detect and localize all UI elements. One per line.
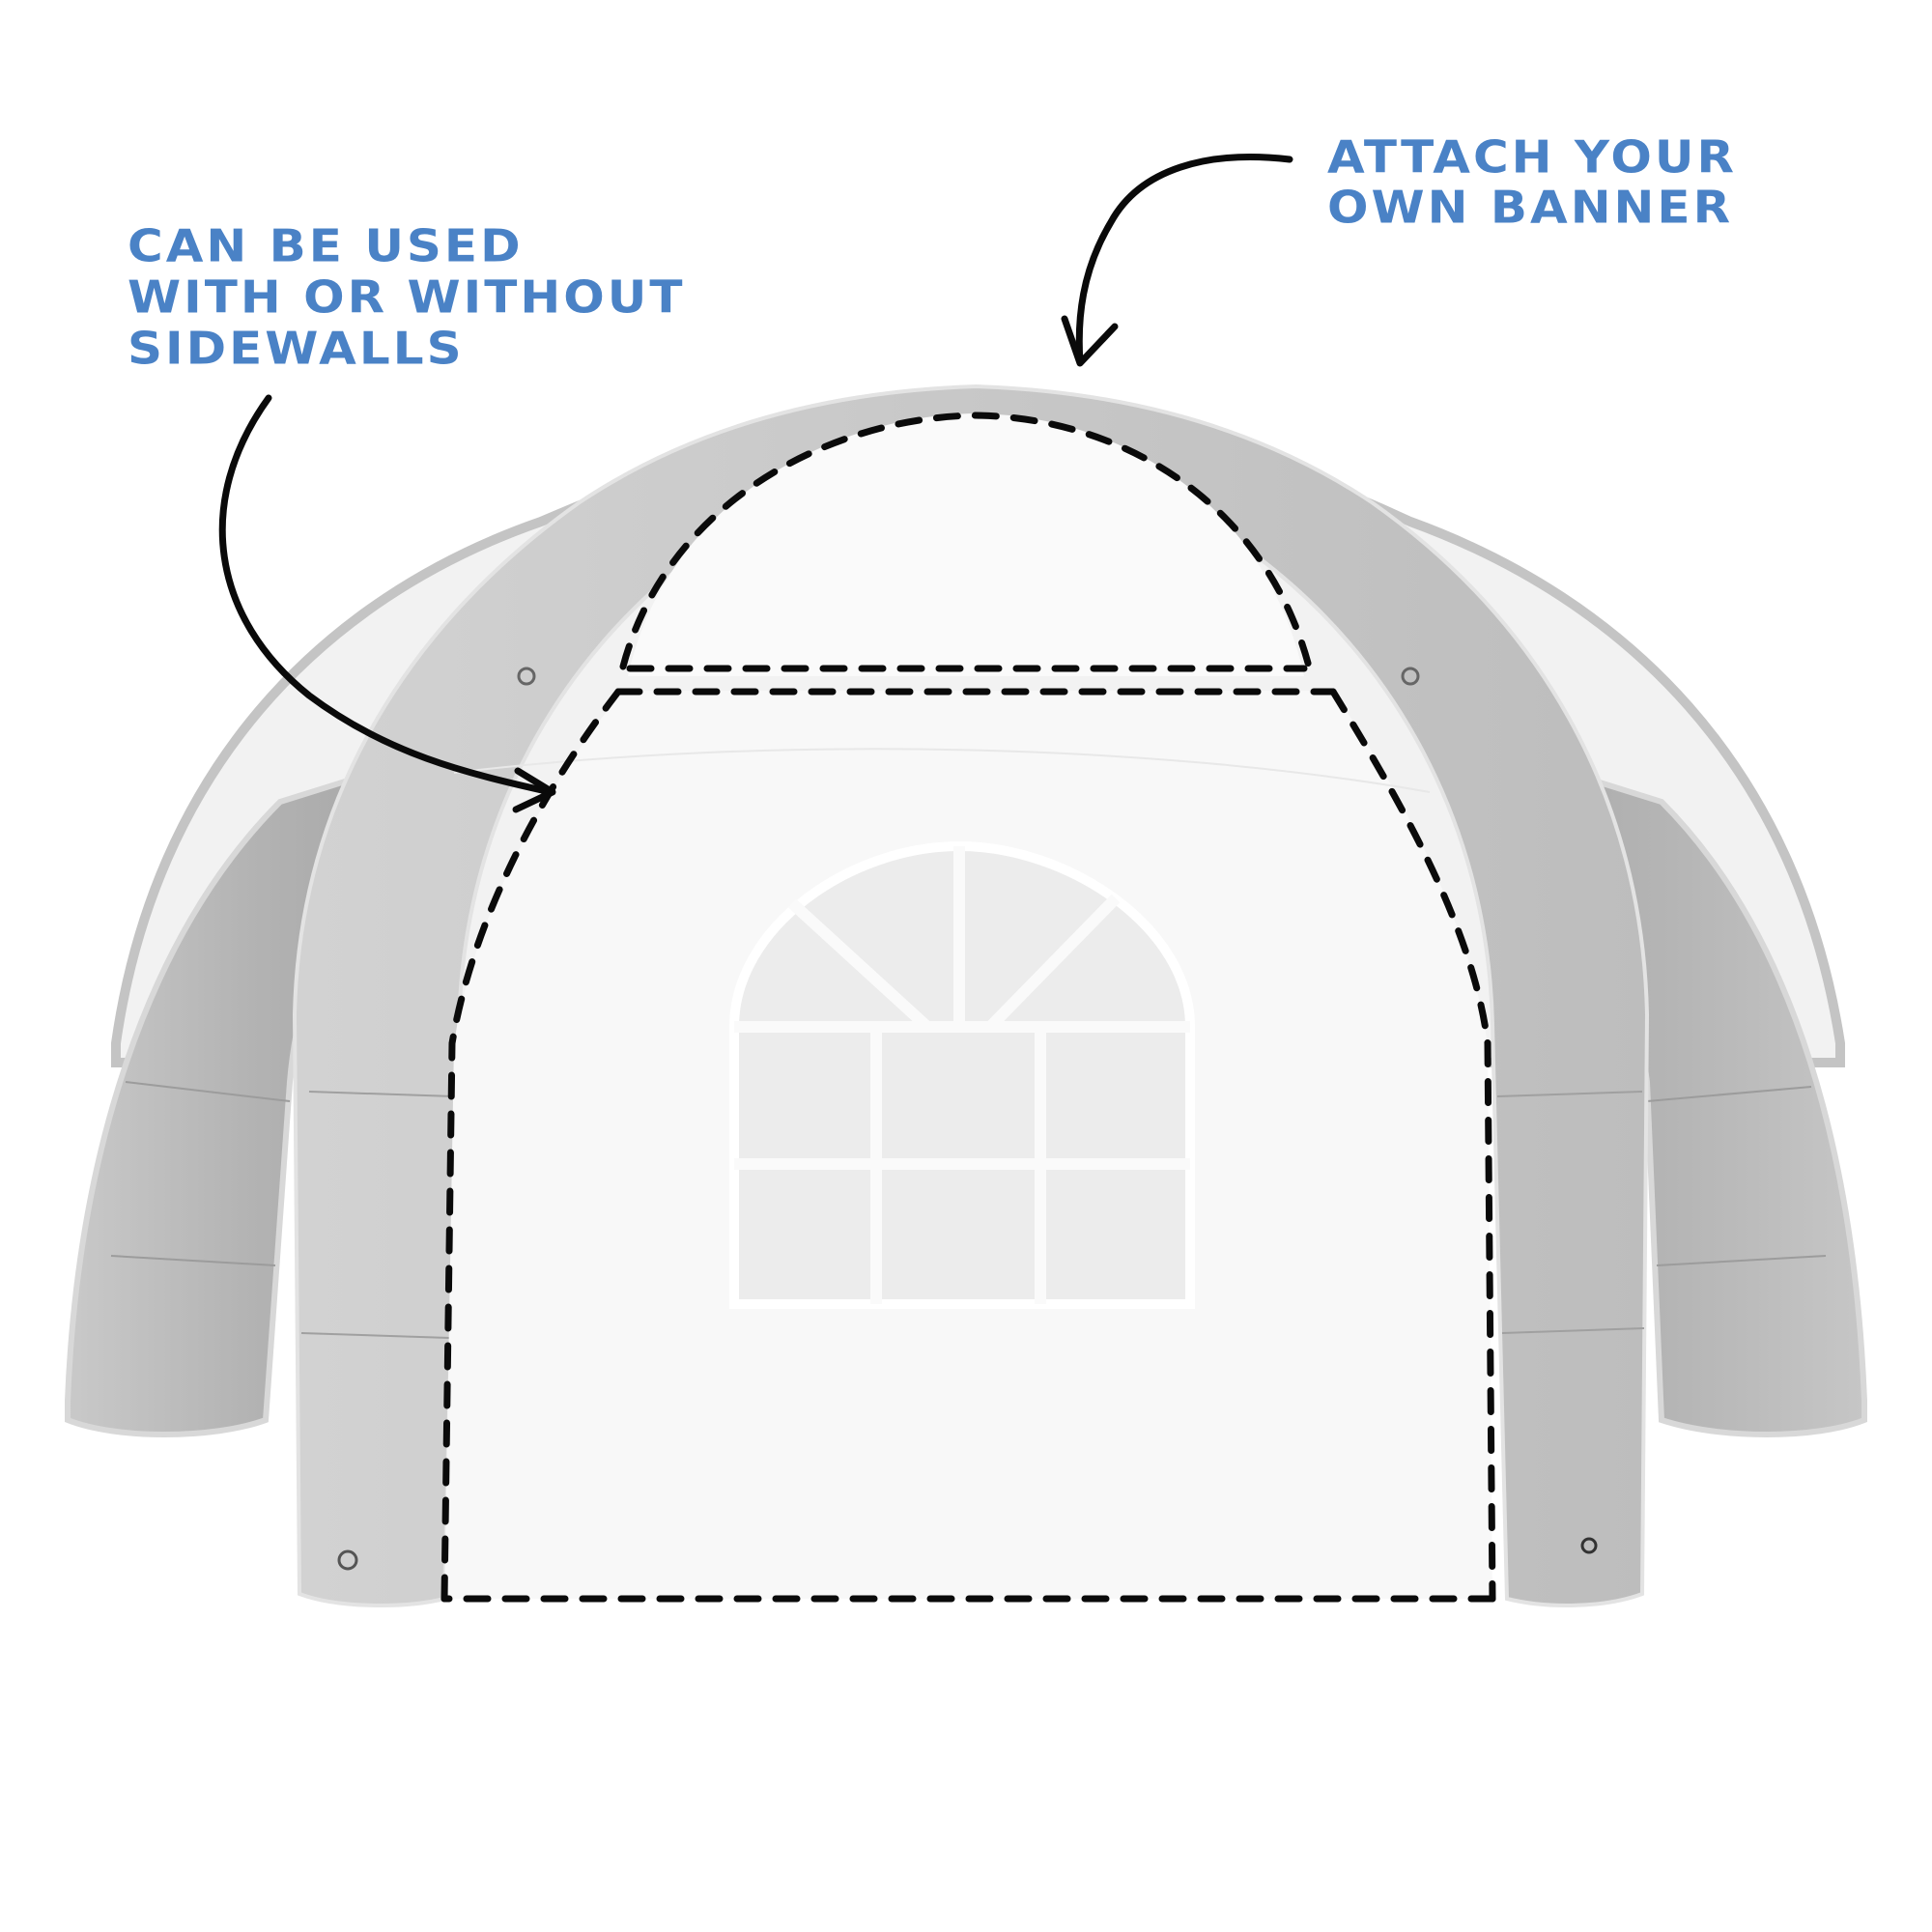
arrow-banner (1061, 154, 1293, 367)
callout-banner-line-2: own banner (1327, 182, 1734, 234)
arrow-sidewalls (218, 394, 556, 813)
callout-banner-line-1: Attach your (1327, 131, 1737, 184)
air-valve-icon (337, 1549, 358, 1571)
banner-dashed-outline (619, 412, 1313, 672)
sidewall-window (729, 840, 1195, 1309)
tent-front-arch (292, 384, 1650, 1607)
banner-area (628, 413, 1304, 676)
callout-sidewalls: Can be used with or without sidewalls (128, 224, 685, 378)
air-valve-icon (1401, 667, 1420, 686)
callout-banner: Attach your own banner (1327, 135, 1737, 236)
callout-sidewalls-line-1: Can be used (128, 220, 524, 272)
air-valve-icon (517, 667, 536, 686)
air-valve-icon (1580, 1537, 1598, 1554)
sidewall-dashed-outline (440, 688, 1496, 1603)
callout-sidewalls-line-2: with or without (128, 271, 686, 324)
callout-sidewalls-line-3: sidewalls (128, 323, 465, 375)
